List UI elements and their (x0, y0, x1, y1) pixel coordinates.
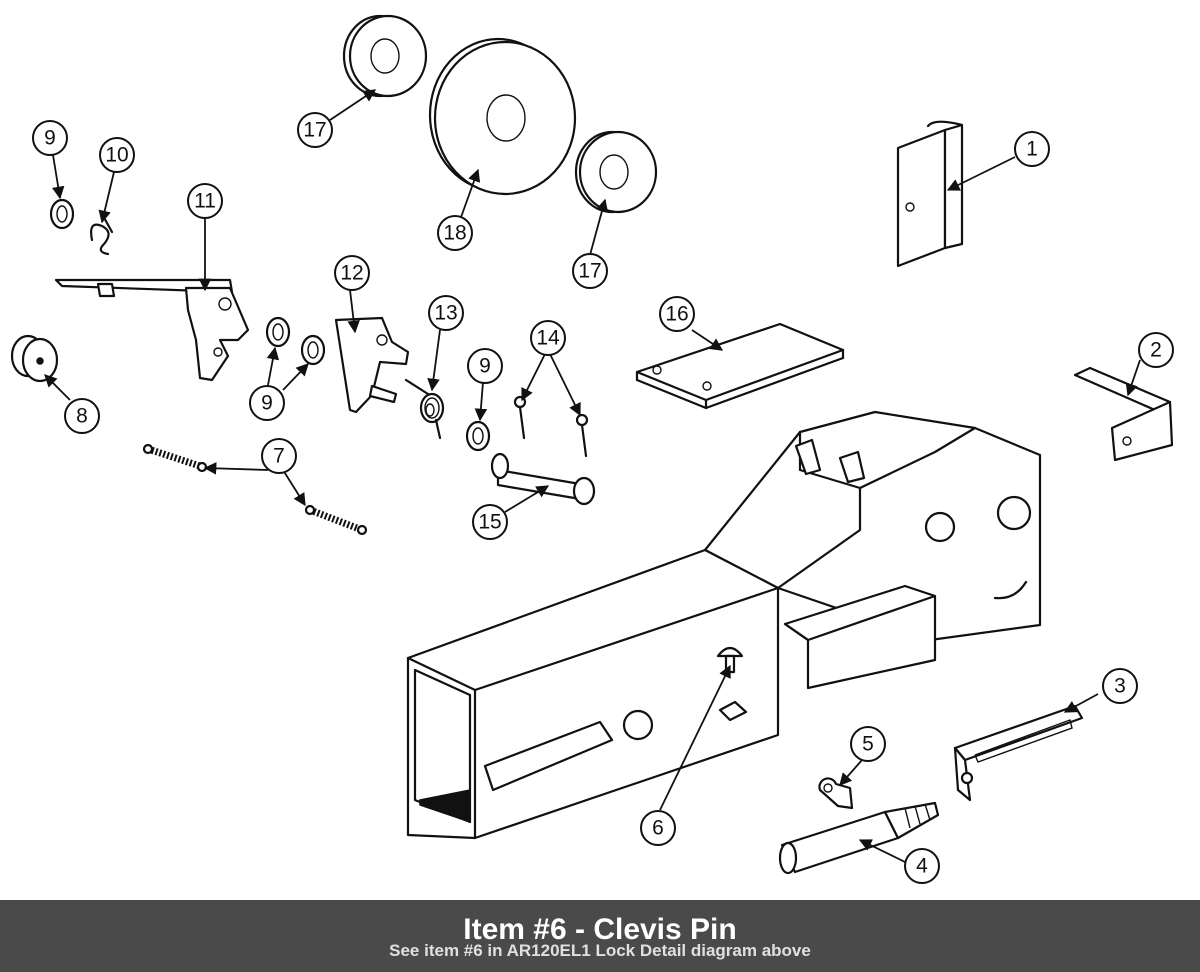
callout-9-top: 9 (32, 120, 68, 156)
exploded-parts-diagram: 1 2 3 4 5 6 7 8 9 9 9 10 11 12 13 14 15 … (10, 14, 1174, 884)
callout-12: 12 (334, 255, 370, 291)
part-9-washers (49, 198, 491, 452)
callout-13: 13 (428, 295, 464, 331)
callout-label: 6 (652, 817, 664, 840)
part-1-bracket (896, 120, 964, 268)
callout-3: 3 (1102, 668, 1138, 704)
part-11-lever (54, 278, 250, 382)
callout-16: 16 (659, 296, 695, 332)
callout-1: 1 (1014, 131, 1050, 167)
part-5-clip (818, 777, 854, 810)
callout-label: 12 (340, 262, 363, 285)
part-12-pawl (334, 316, 410, 414)
part-3-slotted-bracket (953, 704, 1084, 802)
callout-label: 9 (261, 392, 273, 415)
callout-label: 9 (479, 355, 491, 378)
callout-label: 11 (194, 190, 216, 213)
part-18-wheel (428, 37, 577, 196)
callout-10: 10 (99, 137, 135, 173)
callout-label: 5 (862, 733, 874, 756)
leader-lines (44, 89, 1141, 863)
callout-17-top: 17 (297, 112, 333, 148)
callout-label: 10 (105, 144, 128, 167)
callout-label: 14 (536, 327, 560, 350)
part-17-spacers (342, 14, 658, 214)
callout-label: 8 (76, 405, 88, 428)
coupler-body (406, 410, 1042, 840)
callout-label: 9 (44, 127, 56, 150)
callout-label: 15 (478, 511, 501, 534)
callout-9-middle: 9 (249, 385, 285, 421)
callout-label: 2 (1150, 339, 1162, 362)
callout-5: 5 (850, 726, 886, 762)
part-15-pin (490, 452, 596, 506)
callout-label: 3 (1114, 675, 1126, 698)
callout-11: 11 (187, 183, 223, 219)
part-13-torsion-spring (404, 378, 445, 440)
part-4-threaded-pin (778, 801, 940, 875)
callout-label: 1 (1026, 138, 1038, 161)
callout-label: 17 (578, 260, 601, 283)
caption-bar: Item #6 - Clevis Pin See item #6 in AR12… (0, 900, 1200, 972)
part-8-roller (10, 334, 59, 383)
callout-label: 13 (434, 302, 457, 325)
callout-label: 18 (443, 222, 466, 245)
part-2-plate (1073, 366, 1174, 462)
callout-label: 17 (303, 119, 326, 142)
callout-17-right: 17 (572, 253, 608, 289)
callout-2: 2 (1138, 332, 1174, 368)
callout-7: 7 (261, 438, 297, 474)
callout-18: 18 (437, 215, 473, 251)
caption-subtitle: See item #6 in AR120EL1 Lock Detail diag… (389, 941, 811, 960)
callout-14: 14 (530, 320, 566, 356)
callout-9-right: 9 (467, 348, 503, 384)
callout-15: 15 (472, 504, 508, 540)
callout-4: 4 (904, 848, 940, 884)
part-16-plate (635, 322, 845, 410)
callout-label: 16 (665, 303, 688, 326)
callout-label: 4 (916, 855, 928, 878)
caption-title: Item #6 - Clevis Pin (463, 913, 737, 946)
callout-6: 6 (640, 810, 676, 846)
callout-label: 7 (273, 445, 285, 468)
callout-8: 8 (64, 398, 100, 434)
part-7-springs (142, 443, 368, 536)
